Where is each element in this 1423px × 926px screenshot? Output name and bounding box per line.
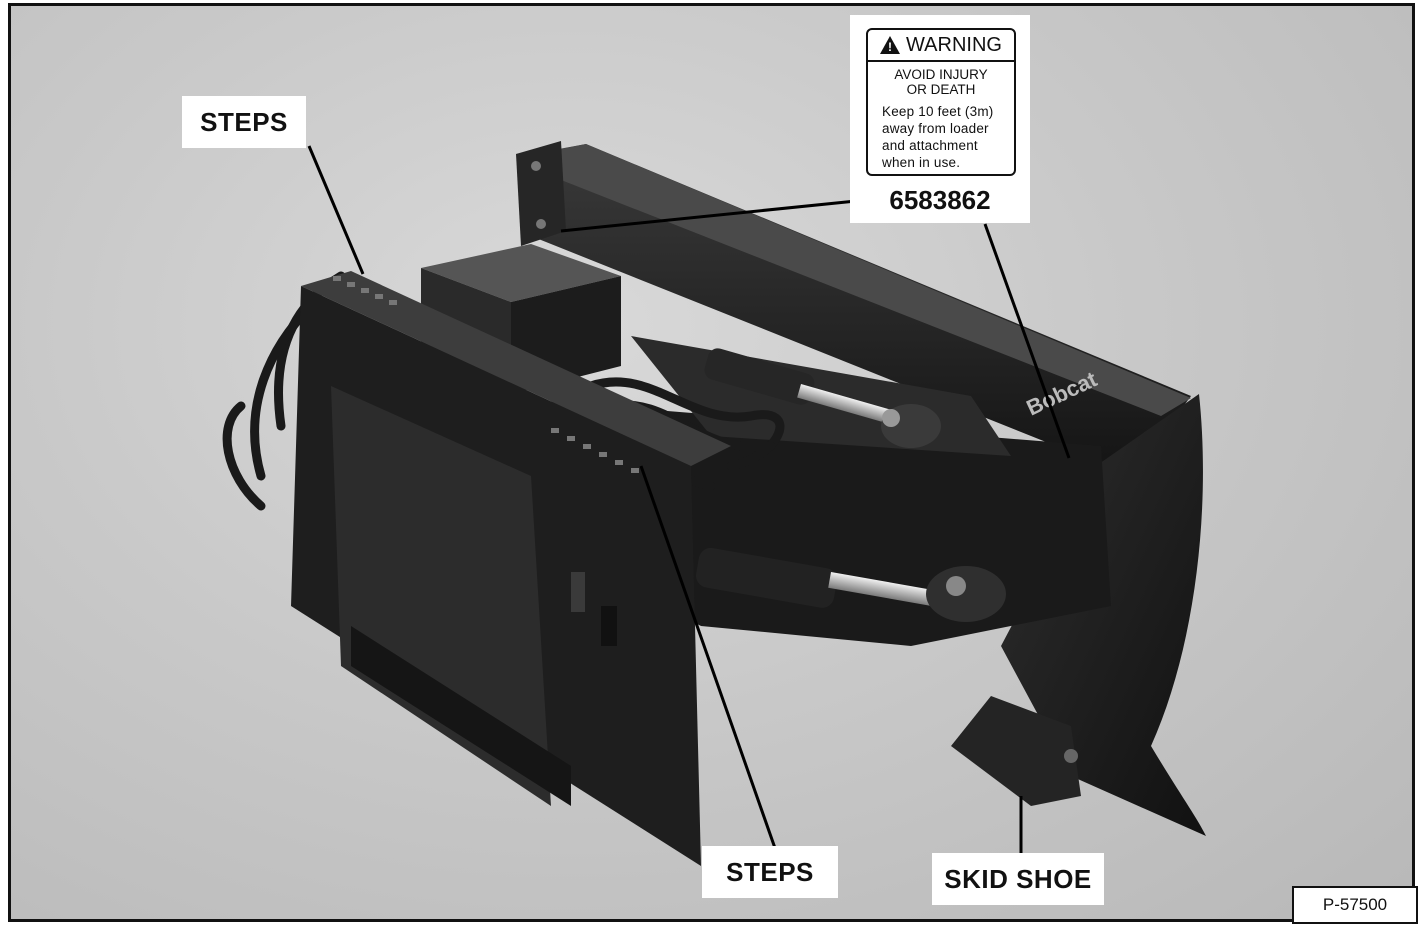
decal-subheading: AVOID INJURY OR DEATH [868,62,1014,97]
decal-body-line1: Keep 10 feet (3m) [882,104,994,119]
leader-lines [307,145,1071,856]
decal-subheading-line2: OR DEATH [906,82,976,97]
warning-triangle-icon: ! [880,36,901,54]
warning-decal: ! WARNING AVOID INJURY OR DEATH Keep 10 … [866,28,1016,176]
step-treads-top [333,276,397,305]
decal-subheading-line1: AVOID INJURY [894,67,988,82]
decal-body-line2: away from loader [882,121,989,136]
decal-heading-text: WARNING [906,33,1002,56]
dozer-blade-photo: Bobcat [222,141,1206,866]
beam-end-plate [516,141,566,246]
decal-part-number: 6583862 [850,180,1030,220]
beam-top-face [526,144,1191,416]
angle-cylinder-upper [704,348,941,448]
skid-shoe-part [951,696,1081,806]
steps-label-bottom: STEPS [702,846,838,898]
steps-label-top: STEPS [182,96,306,148]
angle-cylinder-lower [695,547,1006,622]
skid-shoe-label: SKID SHOE [932,853,1104,905]
mounting-frame [291,271,731,866]
decal-heading: ! WARNING [868,30,1014,62]
decal-body-line4: when in use. [882,155,961,170]
step-treads-bottom [551,428,639,473]
figure-id: P-57500 [1292,886,1418,924]
decal-body-line3: and attachment [882,138,978,153]
decal-body: Keep 10 feet (3m) away from loader and a… [868,97,1014,171]
figure-frame: Bobcat [8,3,1415,922]
